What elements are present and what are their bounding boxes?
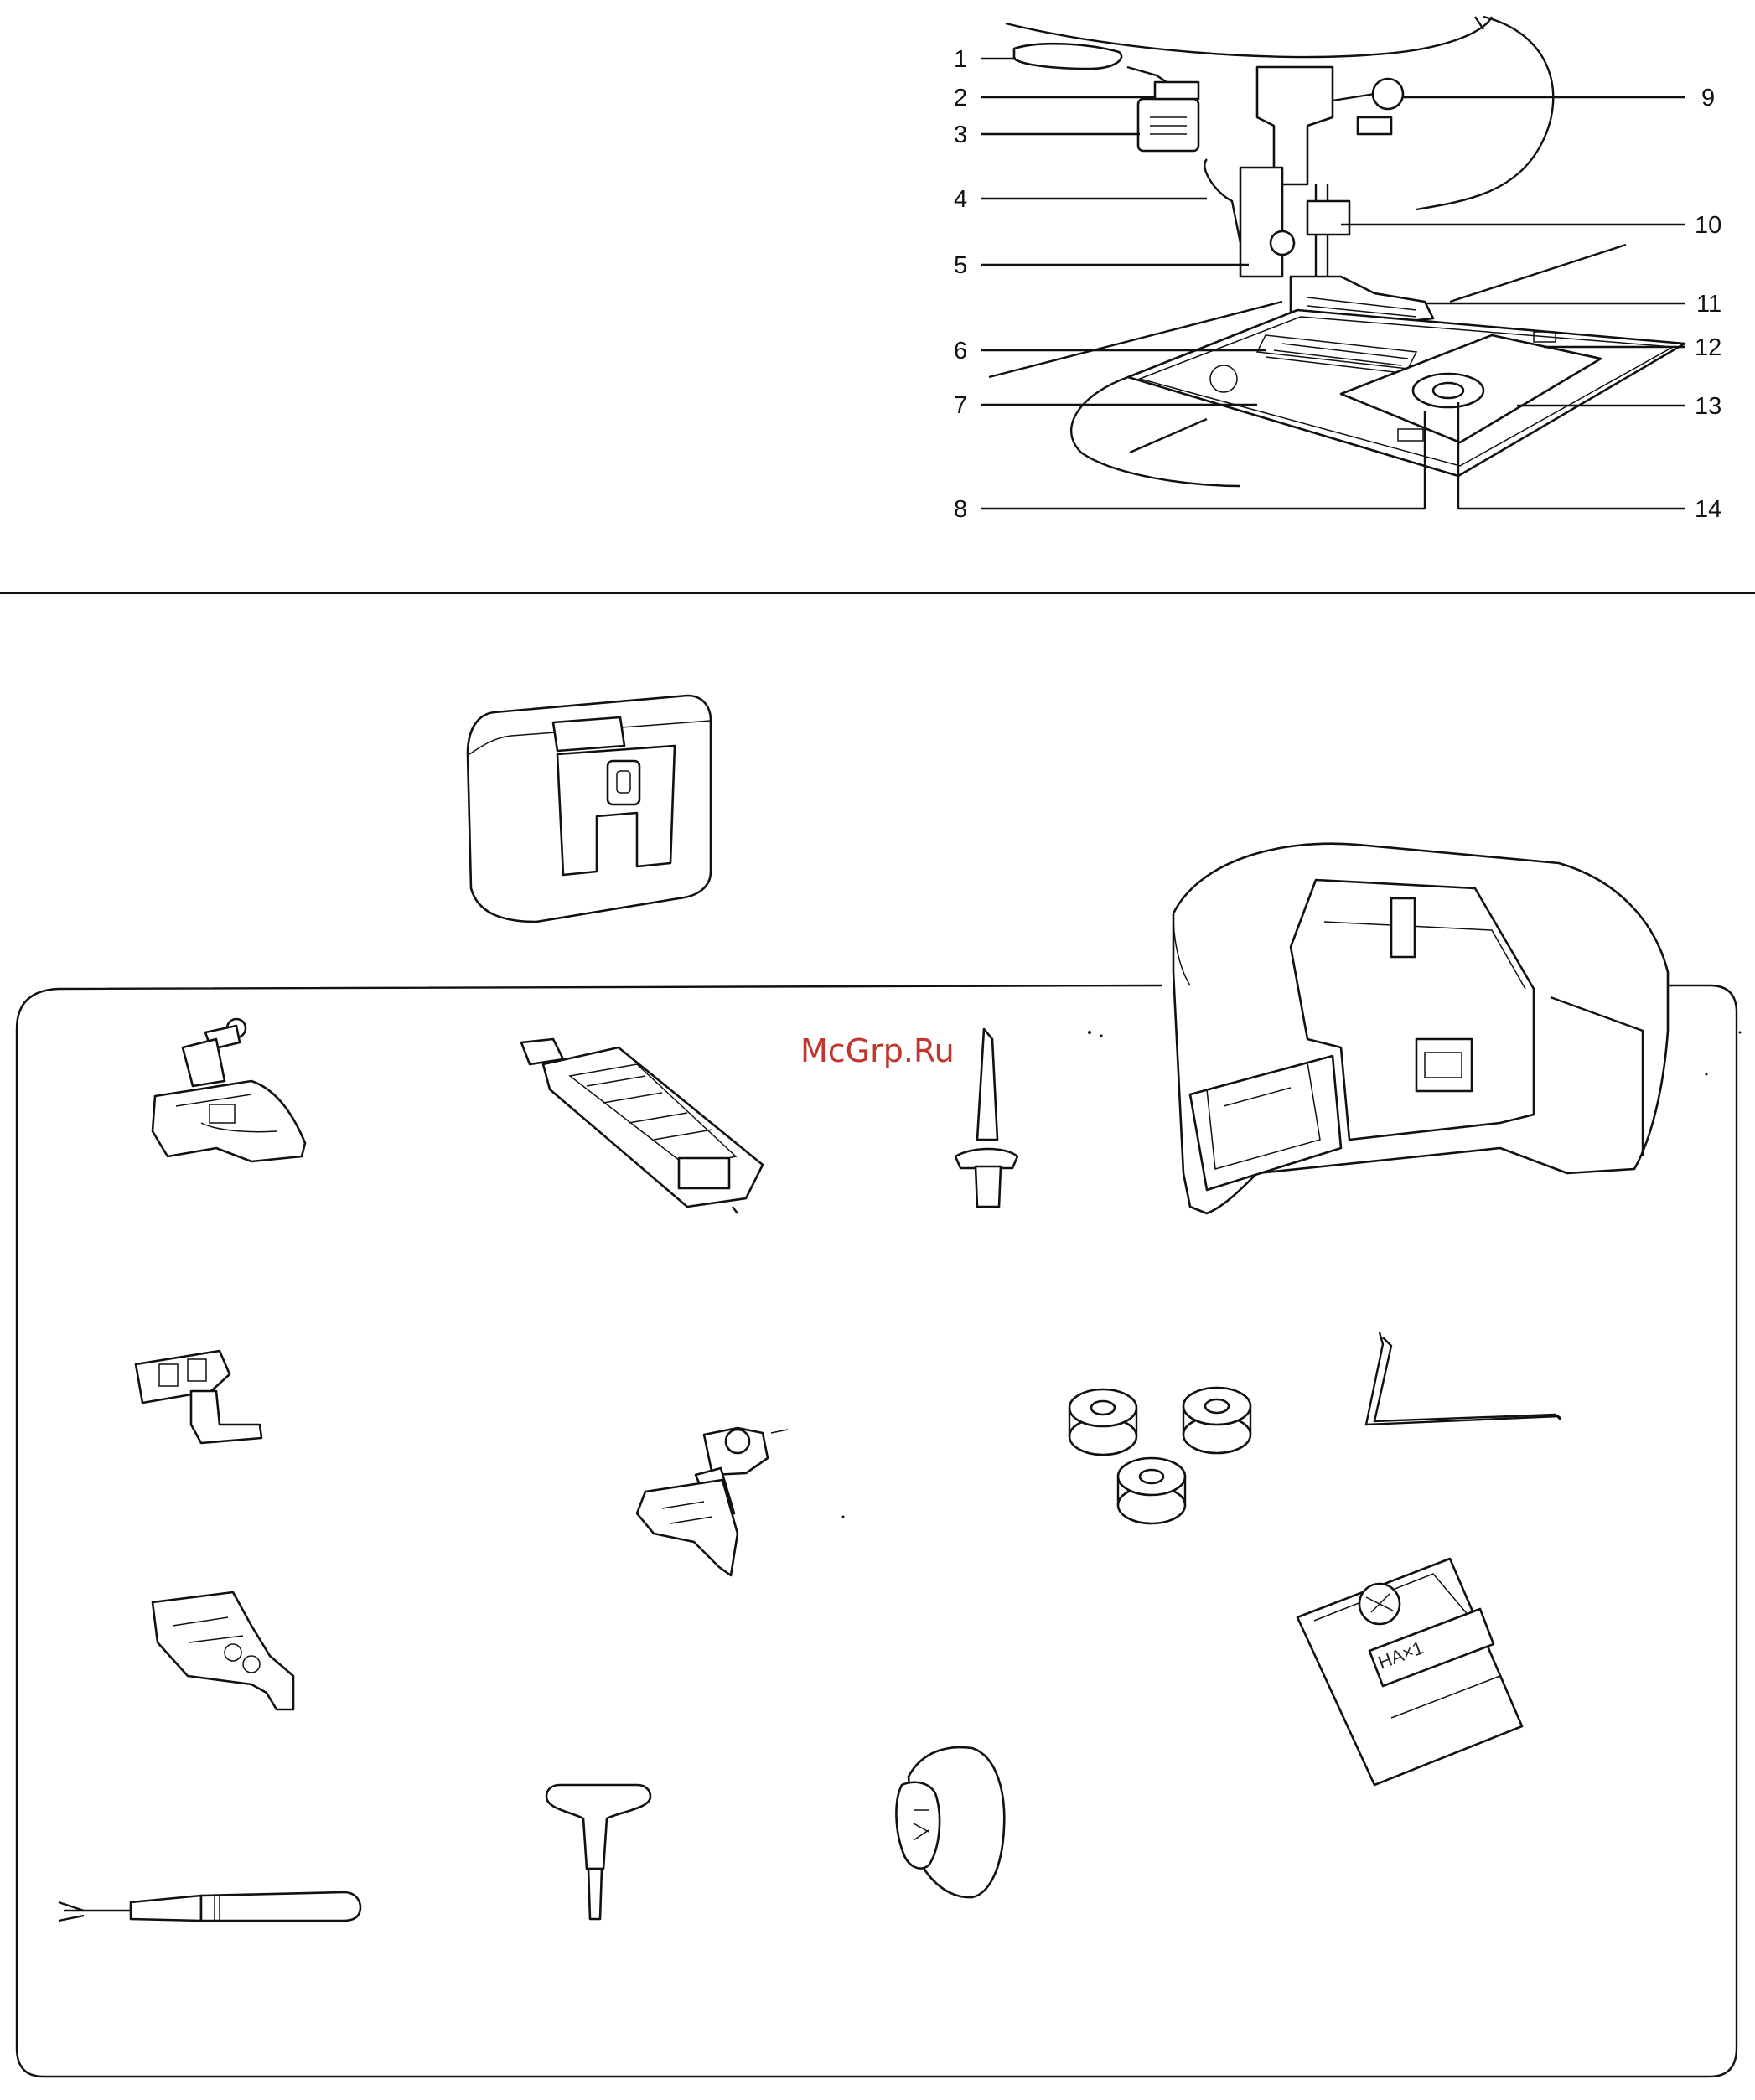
callout-7: 7 [954,392,967,419]
callout-3: 3 [954,122,967,148]
callout-numbers-left: 1 2 3 4 5 6 7 8 [954,46,967,523]
callout-6: 6 [954,338,967,365]
callout-5: 5 [954,252,967,279]
watermark-text: McGrp.Ru [800,1032,955,1069]
callout-13: 13 [1695,393,1721,420]
accessory-box-icon [468,696,711,922]
callout-9: 9 [1701,85,1715,111]
machine-diagram [989,17,1685,486]
buttonhole-foot-icon [521,1039,763,1213]
callout-12: 12 [1695,334,1721,361]
bobbins-icon [1069,1388,1250,1523]
zigzag-foot-icon [153,1019,305,1161]
callout-2: 2 [954,85,967,111]
callout-10: 10 [1695,212,1721,239]
edge-guide-icon [1366,1332,1561,1425]
spool-pin-icon [955,1029,1017,1207]
callout-numbers-right: 9 10 11 12 13 14 [1695,85,1721,523]
screwdriver-icon [546,1785,650,1919]
callout-1: 1 [954,46,967,73]
zipper-foot-icon [136,1351,261,1443]
overcasting-foot-icon [153,1592,293,1709]
callout-4: 4 [954,186,967,213]
callout-11: 11 [1696,291,1721,318]
blind-stitch-foot-icon [637,1428,788,1575]
extension-table-cover-icon [1173,844,1668,1213]
callout-8: 8 [954,496,967,523]
callout-14: 14 [1695,496,1721,523]
seam-ripper-icon [59,1892,360,1921]
needles-pack-icon: HA×1 [1297,1559,1522,1785]
spool-cap-icon [896,1747,1004,1897]
